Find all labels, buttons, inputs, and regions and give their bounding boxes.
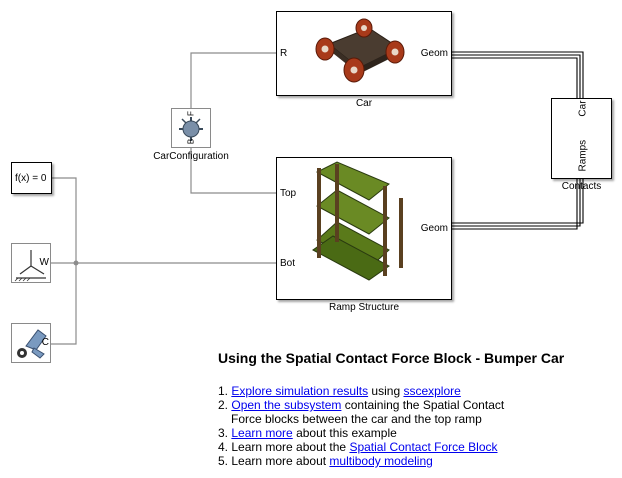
mechanism-config-icon (17, 329, 47, 359)
mechanism-configuration-block[interactable]: C (11, 323, 51, 363)
explore-results-link[interactable]: Explore simulation results (231, 384, 369, 398)
list-item: 2. Open the subsystem containing the Spa… (218, 398, 505, 426)
list-item: 5. Learn more about multibody modeling (218, 454, 433, 468)
open-subsystem-link[interactable]: Open the subsystem (231, 398, 342, 412)
car-port-r[interactable]: R (280, 48, 288, 59)
spatial-contact-force-block-link[interactable]: Spatial Contact Force Block (349, 440, 498, 454)
ramp-icon (312, 161, 403, 281)
car-configuration-label: CarConfiguration (153, 151, 229, 162)
multibody-modeling-link[interactable]: multibody modeling (329, 454, 433, 468)
sscexplore-link[interactable]: sscexplore (403, 384, 461, 398)
ramp-structure-label: Ramp Structure (328, 302, 400, 313)
learn-more-link[interactable]: Learn more (231, 426, 293, 440)
example-title: Using the Spatial Contact Force Block - … (218, 350, 565, 366)
car-icon (315, 18, 405, 83)
list-item: 3. Learn more about this example (218, 426, 397, 440)
ramp-port-geom[interactable]: Geom (420, 223, 448, 234)
config-port-f[interactable]: F (186, 111, 196, 116)
joint-icon (179, 117, 203, 141)
solver-label: f(x) = 0 (15, 173, 47, 184)
car-label: Car (355, 98, 373, 109)
contacts-port-ramps[interactable]: Ramps (577, 139, 589, 172)
car-port-geom[interactable]: Geom (420, 48, 448, 59)
list-item: 1. Explore simulation results using ssce… (218, 384, 461, 398)
car-block[interactable]: R Geom (276, 11, 452, 96)
solver-configuration-block[interactable]: f(x) = 0 (11, 162, 52, 194)
list-item: 4. Learn more about the Spatial Contact … (218, 440, 498, 454)
contacts-label: Contacts (561, 181, 602, 192)
world-frame-icon (14, 250, 46, 282)
config-port-b[interactable]: B (186, 138, 196, 145)
ramp-port-top[interactable]: Top (280, 188, 297, 199)
mechanism-port-c[interactable]: C (41, 337, 49, 348)
world-port-w[interactable]: W (39, 257, 49, 268)
car-configuration-block[interactable]: F B (171, 108, 211, 148)
example-description: Using the Spatial Contact Force Block - … (218, 350, 598, 468)
contacts-block[interactable]: Car Ramps (551, 98, 612, 179)
world-frame-block[interactable]: W (11, 243, 51, 283)
contacts-port-car[interactable]: Car (577, 100, 589, 117)
ramp-port-bot[interactable]: Bot (280, 258, 296, 269)
ramp-structure-block[interactable]: Top Bot Geom (276, 157, 452, 300)
